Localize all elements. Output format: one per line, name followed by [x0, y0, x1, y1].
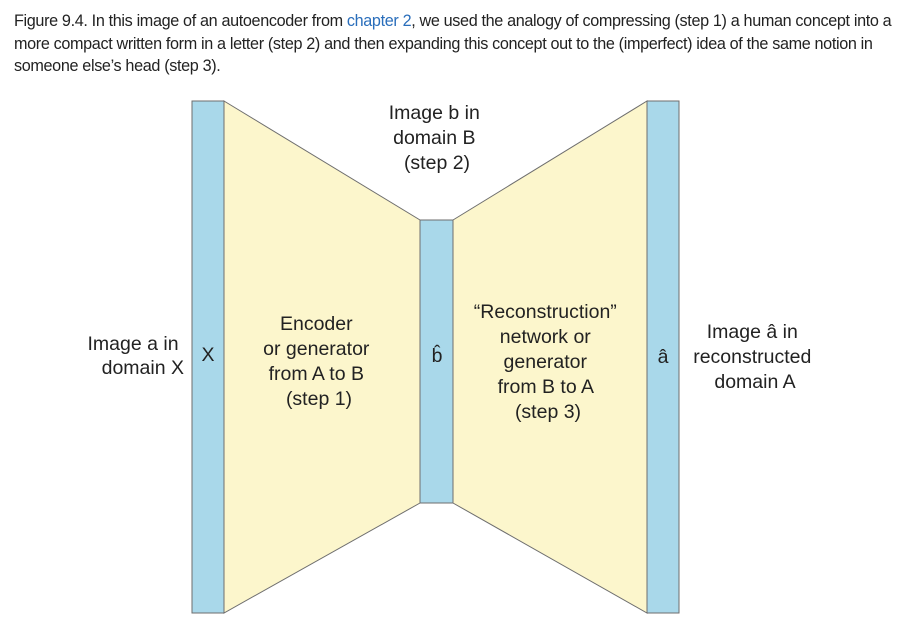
decoder-label-line: from B to A — [498, 376, 594, 398]
decoder-label-line: (step 3) — [515, 401, 581, 423]
decoder-label-line: generator — [504, 351, 588, 373]
encoder-label-line: Encoder — [280, 313, 353, 335]
decoder-label: “Reconstruction” network or generator fr… — [474, 301, 622, 423]
chapter-link[interactable]: chapter 2 — [346, 12, 412, 30]
encoder-label-line: (step 1) — [286, 388, 352, 410]
bottleneck-label-line: domain B — [393, 127, 475, 149]
input-label-line: Image a in — [88, 333, 179, 355]
encoder-label: Encoder or generator from A to B (step 1… — [263, 313, 375, 410]
output-label-line: reconstructed — [693, 346, 811, 368]
bottleneck-label-line: (step 2) — [404, 152, 470, 174]
output-symbol: â — [658, 346, 669, 368]
output-bar — [646, 100, 680, 614]
encoder-label-line: or generator — [263, 338, 370, 360]
encoder-label-line: from A to B — [269, 363, 364, 385]
input-label-line: domain X — [102, 357, 184, 379]
caption-suffix: , we used the analogy of compressing (st… — [14, 12, 892, 75]
bottleneck-label-line: Image b in — [389, 102, 480, 124]
bottleneck-symbol: b̂ — [432, 344, 443, 367]
input-symbol: X — [201, 344, 214, 366]
decoder-label-line: network or — [500, 326, 592, 348]
decoder-label-line: “Reconstruction” — [474, 301, 617, 323]
output-label-line: domain A — [714, 371, 795, 393]
input-label: Image a in domain X — [88, 333, 184, 379]
caption-prefix: Figure 9.4. In this image of an autoenco… — [14, 12, 347, 30]
figure-caption: Figure 9.4. In this image of an autoenco… — [14, 10, 894, 78]
output-label-line: Image â in — [707, 321, 798, 343]
input-bar — [191, 100, 225, 614]
output-label: Image â in reconstructed domain A — [693, 321, 817, 393]
bottleneck-label: Image b in domain B (step 2) — [389, 102, 485, 174]
bottleneck-bar — [419, 219, 454, 504]
